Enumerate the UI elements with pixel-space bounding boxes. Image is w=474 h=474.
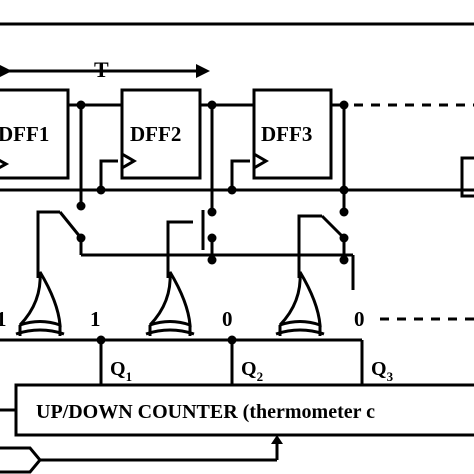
xor-gate-2 — [145, 271, 195, 336]
dff1-block — [0, 88, 70, 180]
xor-output-3: 0 — [222, 307, 233, 331]
dff2-block — [120, 88, 202, 180]
q2-label: Q2 — [241, 358, 263, 384]
switch-1 — [58, 201, 86, 255]
dff2-label: DFF2 — [130, 122, 181, 146]
period-label: T — [94, 57, 109, 82]
xor-gate-3 — [275, 271, 325, 336]
counter-label: UP/DOWN COUNTER (thermometer c — [36, 401, 375, 423]
switch-2 — [201, 207, 217, 265]
dff1-label: DFF1 — [0, 122, 49, 146]
xor-gate-1 — [15, 271, 65, 336]
xor-output-2: 1 — [90, 307, 101, 331]
q1-label: Q1 — [110, 358, 132, 384]
clock-input-port — [0, 446, 42, 474]
q3-label: Q3 — [371, 358, 394, 384]
dff3-label: DFF3 — [261, 122, 312, 146]
period-arrow — [0, 64, 210, 78]
xor-output-4: 0 — [354, 307, 365, 331]
dff3-block — [252, 88, 333, 180]
xor-output-1: 1 — [0, 307, 7, 331]
counter-clock-arrow — [40, 435, 283, 462]
